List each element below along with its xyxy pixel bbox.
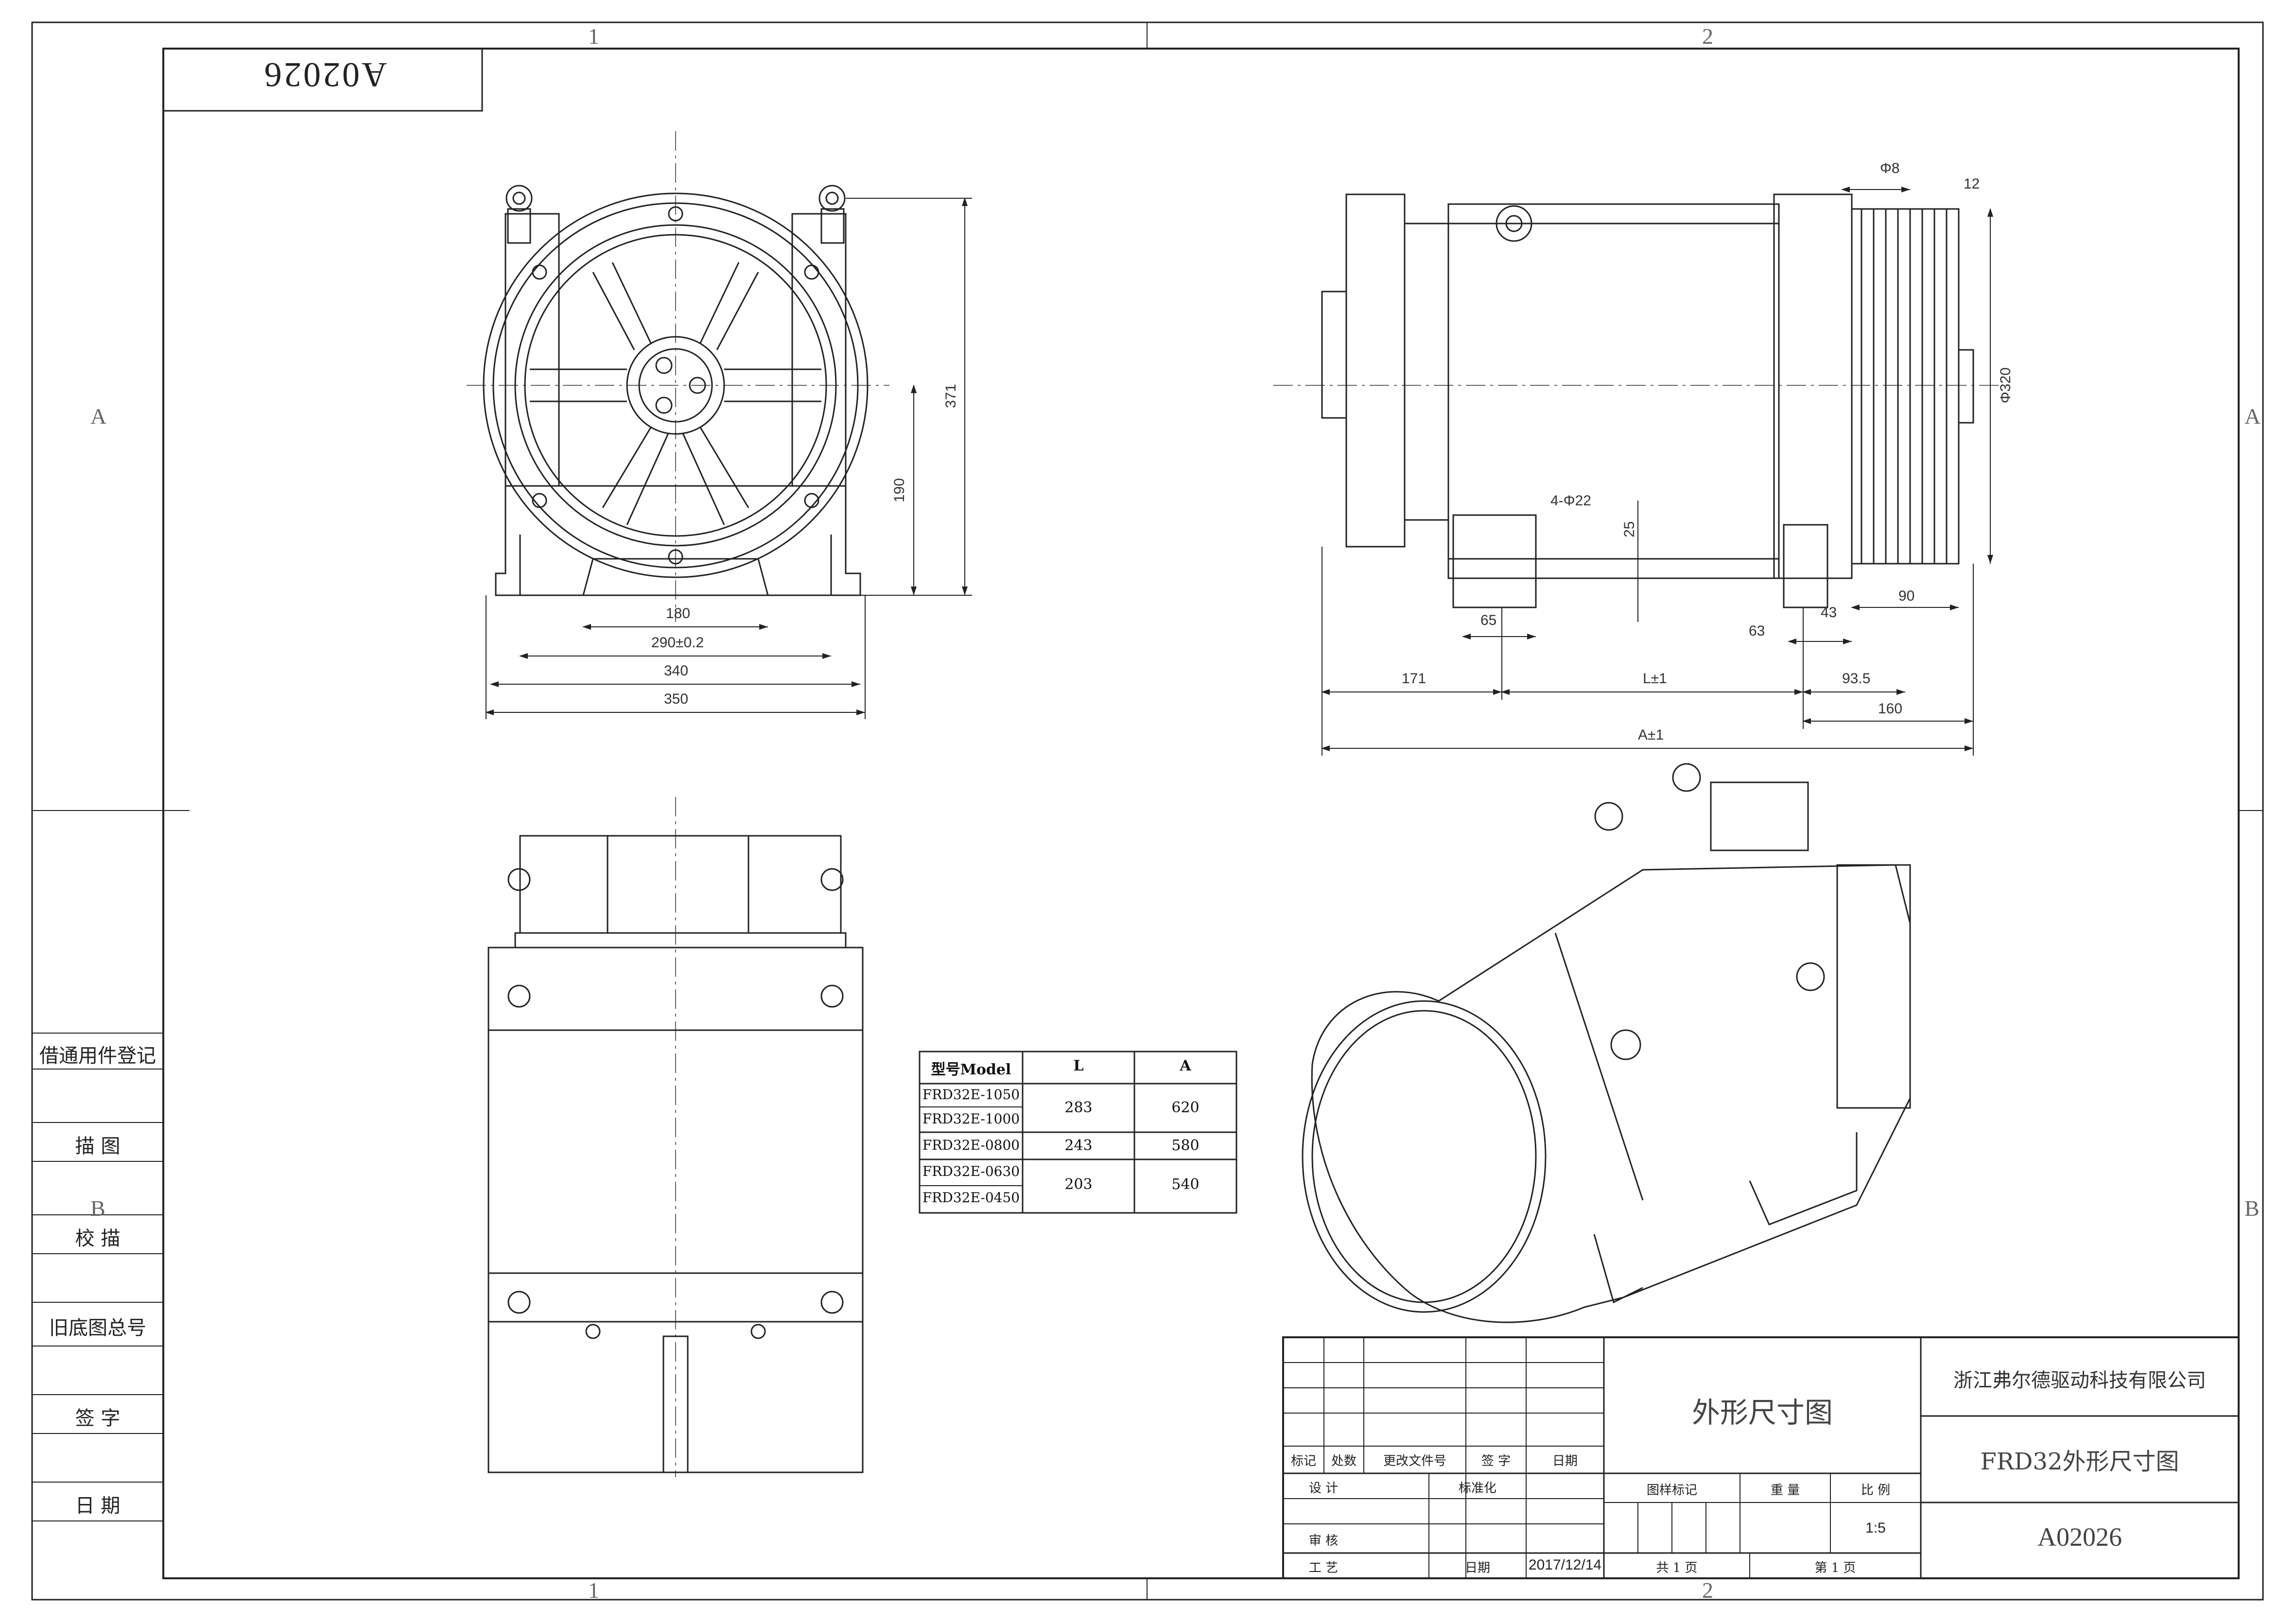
- top-view: [487, 797, 864, 1477]
- table-cell-A: 620: [1171, 1099, 1200, 1116]
- dim-phi8: Φ8: [1880, 160, 1900, 176]
- dim-190: 190: [891, 478, 907, 502]
- side-label-date: 日 期: [75, 1495, 121, 1517]
- side-label-old-base-number: 旧底图总号: [49, 1317, 146, 1339]
- dim-350: 350: [664, 691, 689, 707]
- table-cell-L: 203: [1064, 1176, 1093, 1193]
- table-cell-model: FRD32E-1000: [922, 1111, 1020, 1127]
- label-process: 工 艺: [1308, 1561, 1339, 1575]
- sheet-border: [31, 21, 2264, 1601]
- dim-160: 160: [1878, 701, 1903, 717]
- dim-12: 12: [1964, 176, 1980, 192]
- sheet-number: 第 1 页: [1814, 1561, 1856, 1575]
- dim-90: 90: [1898, 588, 1915, 604]
- label-scale: 比 例: [1861, 1483, 1891, 1498]
- dim-65: 65: [1480, 612, 1497, 628]
- label-weight: 重 量: [1770, 1483, 1800, 1498]
- reversed-drawing-number: A02026: [262, 55, 387, 94]
- table-header-model: 型号Model: [931, 1061, 1011, 1078]
- rev-header-change-doc: 更改文件号: [1383, 1454, 1446, 1468]
- dim-371: 371: [943, 383, 959, 408]
- table-cell-A: 540: [1171, 1176, 1200, 1193]
- dim-340: 340: [664, 663, 689, 679]
- table-header-L: L: [1073, 1057, 1084, 1074]
- dim-171: 171: [1402, 671, 1426, 687]
- model-table-grid: [919, 1051, 1237, 1214]
- table-cell-L: 283: [1064, 1099, 1093, 1116]
- zone-label-top-1: 1: [588, 24, 599, 49]
- drawing-number: A02026: [2037, 1522, 2122, 1552]
- zone-label-bottom-2: 2: [1702, 1578, 1713, 1603]
- label-review: 审 核: [1308, 1534, 1339, 1548]
- rev-header-signature: 签 字: [1481, 1454, 1511, 1468]
- table-cell-model: FRD32E-0630: [922, 1163, 1020, 1179]
- dim-phi320: Φ320: [1998, 367, 2014, 403]
- front-view: [467, 131, 972, 719]
- title-block-grid: [1282, 1336, 2240, 1579]
- zone-label-left-a: A: [90, 404, 107, 429]
- table-cell-model: FRD32E-1050: [922, 1087, 1020, 1103]
- rev-header-count: 处数: [1331, 1454, 1357, 1468]
- label-design: 设 计: [1308, 1481, 1339, 1496]
- dim-290: 290±0.2: [651, 635, 704, 651]
- table-cell-model: FRD32E-0450: [922, 1190, 1020, 1206]
- label-standardization: 标准化: [1458, 1481, 1496, 1496]
- dim-43: 43: [1821, 604, 1837, 621]
- total-sheets: 共 1 页: [1656, 1561, 1698, 1575]
- dim-L: L±1: [1643, 671, 1667, 687]
- label-date: 日期: [1464, 1561, 1490, 1575]
- zone-label-right-b: B: [2244, 1196, 2260, 1221]
- table-header-A: A: [1180, 1057, 1191, 1074]
- dim-180: 180: [666, 605, 691, 622]
- side-view: [1273, 187, 2002, 756]
- dim-4-phi22: 4-Φ22: [1550, 493, 1591, 509]
- zone-label-bottom-1: 1: [588, 1578, 599, 1603]
- part-name: FRD32外形尺寸图: [1980, 1448, 2179, 1475]
- table-cell-model: FRD32E-0800: [922, 1137, 1020, 1153]
- dim-A: A±1: [1638, 727, 1664, 743]
- side-label-signature: 签 字: [75, 1407, 121, 1430]
- label-stage-mark: 图样标记: [1646, 1483, 1697, 1498]
- side-label-tracing: 描 图: [75, 1135, 121, 1157]
- zone-label-left-b: B: [90, 1196, 105, 1221]
- table-cell-L: 243: [1064, 1137, 1093, 1154]
- value-date: 2017/12/14: [1528, 1557, 1602, 1573]
- rev-header-mark: 标记: [1290, 1454, 1316, 1468]
- side-label-check-tracing: 校 描: [75, 1227, 121, 1250]
- zone-label-top-2: 2: [1702, 24, 1713, 49]
- dim-93-5: 93.5: [1842, 671, 1871, 687]
- zone-label-right-a: A: [2244, 404, 2261, 429]
- isometric-view: [1302, 763, 1911, 1323]
- dim-63: 63: [1749, 623, 1765, 639]
- rev-header-date: 日期: [1552, 1454, 1578, 1468]
- drawing-title: 外形尺寸图: [1691, 1396, 1833, 1429]
- dim-25: 25: [1621, 521, 1637, 537]
- value-scale: 1:5: [1865, 1520, 1886, 1536]
- table-cell-A: 580: [1171, 1137, 1200, 1154]
- side-label-borrowed-parts: 借通用件登记: [39, 1045, 156, 1067]
- company-name: 浙江弗尔德驱动科技有限公司: [1953, 1369, 2206, 1392]
